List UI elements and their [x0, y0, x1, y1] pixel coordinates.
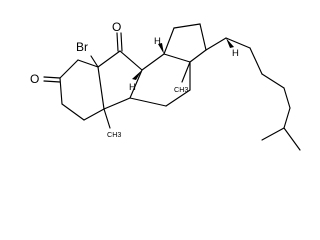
bridge-ketone-oxygen-label: O	[112, 20, 121, 34]
stereo-h-label-c20: H	[232, 48, 239, 59]
stereo-wedges	[132, 38, 234, 80]
wedge-c9-h	[132, 70, 142, 80]
wedge-c20-h	[226, 38, 234, 48]
carbon-bromine-bond	[90, 55, 99, 68]
stereo-h-label-c8: H	[154, 36, 161, 47]
ring-ketone-oxygen-label: O	[30, 72, 39, 86]
ring-a	[59, 59, 105, 121]
ring-a-ketone	[43, 76, 61, 83]
ring-c	[129, 53, 191, 107]
methyl-label-ring-c: CH3	[174, 85, 188, 94]
stereo-h-label-c9: H	[129, 82, 136, 93]
wedge-c8-h	[158, 43, 164, 54]
chemical-structure-diagram: Br O O H H H CH3 CH3	[30, 20, 301, 151]
five-ring-ketone	[116, 32, 123, 52]
bromine-label: Br	[76, 40, 88, 54]
ring-d	[163, 23, 207, 63]
ring-b-five-membered	[97, 50, 143, 110]
methyl-label-ring-a: CH3	[107, 130, 121, 139]
side-chain	[205, 37, 301, 151]
angular-methyls	[103, 61, 191, 129]
